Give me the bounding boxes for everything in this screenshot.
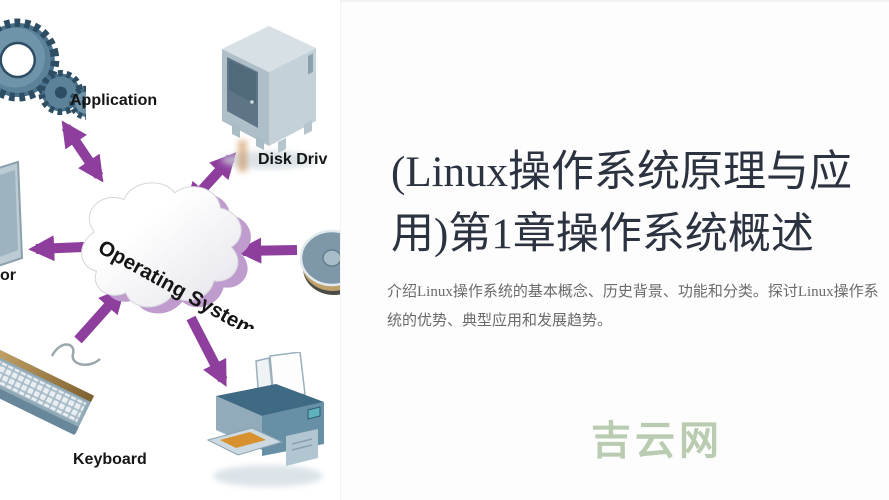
gears-icon	[0, 18, 86, 120]
disk-drive-icon	[221, 26, 317, 172]
arrow-keyboard-cloud	[74, 287, 126, 344]
arrow-cloud-monitor	[28, 235, 85, 262]
arrow-application-cloud	[61, 120, 104, 183]
arrow-disc-cloud	[235, 237, 298, 264]
page-title: (Linux操作系统原理与应用)第1章操作系统概述	[391, 149, 853, 258]
disc-icon	[300, 229, 340, 295]
disk-drive-label: Disk Driv	[258, 151, 328, 168]
arrow-cloud-printer	[186, 315, 228, 387]
content-panel: (Linux操作系统原理与应用)第1章操作系统概述 介绍Linux操作系统的基本…	[340, 0, 889, 500]
monitor-icon	[0, 160, 24, 267]
keyboard-cable	[50, 343, 101, 366]
connector-arrows	[28, 120, 298, 387]
keyboard-label: Keyboard	[73, 451, 147, 468]
operating-system-cloud: Operating System	[81, 182, 254, 329]
keyboard-icon	[0, 343, 101, 435]
watermark-logo: 吉云网	[591, 419, 723, 463]
monitor-label-partial: or	[0, 267, 16, 284]
application-label: Application	[70, 92, 158, 109]
printer-icon	[206, 352, 324, 487]
page-description: 介绍Linux操作系统的基本概念、历史背景、功能和分类。探讨Linux操作系统的…	[387, 284, 879, 329]
os-diagram: Operating System Application Disk Driv o…	[0, 0, 340, 500]
